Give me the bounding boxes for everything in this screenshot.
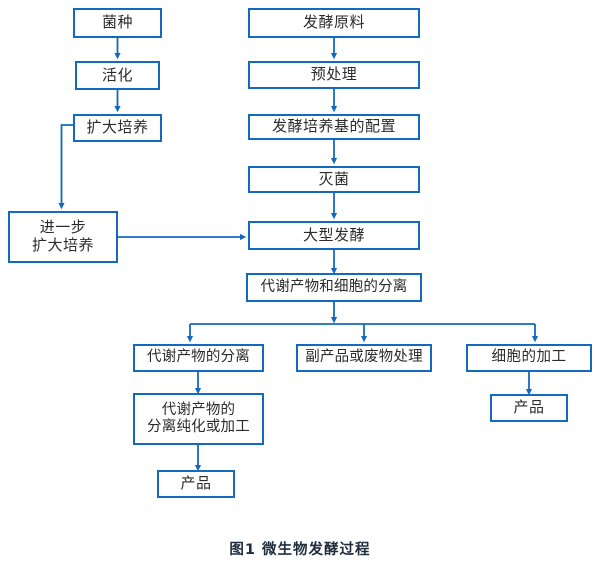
node-expand-culture[interactable]: 扩大培养 bbox=[73, 114, 162, 142]
node-product-right[interactable]: 产品 bbox=[490, 394, 568, 422]
node-product-left[interactable]: 产品 bbox=[157, 470, 235, 498]
node-activation[interactable]: 活化 bbox=[75, 61, 160, 90]
node-strain[interactable]: 菌种 bbox=[73, 8, 162, 38]
node-further-expand-culture[interactable]: 进一步 扩大培养 bbox=[8, 211, 118, 263]
node-medium-preparation[interactable]: 发酵培养基的配置 bbox=[248, 114, 420, 140]
figure-caption: 图1 微生物发酵过程 bbox=[229, 542, 371, 558]
node-metabolite-cell-separation[interactable]: 代谢产物和细胞的分离 bbox=[246, 273, 422, 302]
node-raw-material[interactable]: 发酵原料 bbox=[248, 8, 420, 38]
node-metabolite-purification[interactable]: 代谢产物的 分离纯化或加工 bbox=[133, 393, 264, 445]
node-sterilization[interactable]: 灭菌 bbox=[248, 166, 420, 193]
node-large-scale-fermentation[interactable]: 大型发酵 bbox=[248, 221, 420, 250]
node-pretreatment[interactable]: 预处理 bbox=[248, 61, 420, 89]
node-metabolite-separation[interactable]: 代谢产物的分离 bbox=[133, 344, 264, 372]
edge-expand-to-further-expand bbox=[58, 124, 73, 210]
node-cell-processing[interactable]: 细胞的加工 bbox=[466, 344, 592, 372]
node-byproduct-waste-treatment[interactable]: 副产品或废物处理 bbox=[296, 344, 432, 372]
